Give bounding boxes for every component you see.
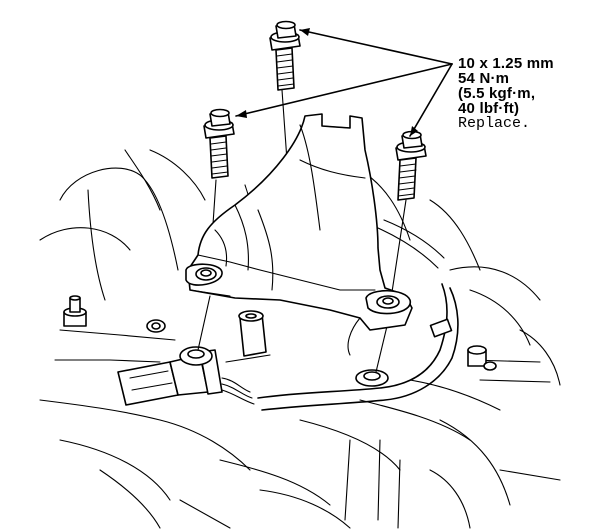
right-stud xyxy=(467,345,497,371)
center-stud xyxy=(225,310,271,363)
bottom-mounting-boss xyxy=(355,369,389,387)
flange-bolt-top xyxy=(269,20,301,91)
engine-block-outline xyxy=(39,149,561,529)
wiring-harness xyxy=(257,219,459,411)
torque-nm-label: 54 N·m xyxy=(458,70,510,87)
torque-lbfft-label: 40 lbf·ft) xyxy=(458,100,520,117)
left-stud-nut xyxy=(63,295,166,333)
flange-bolt-left xyxy=(203,108,235,179)
torque-kgfm-label: (5.5 kgf·m, xyxy=(458,85,536,102)
engine-mount-bracket xyxy=(185,113,413,356)
replace-note-label: Replace. xyxy=(458,115,531,132)
torque-spec-callout: 10 x 1.25 mm 54 N·m (5.5 kgf·m, 40 lbf·f… xyxy=(458,56,554,131)
flange-bolt-right xyxy=(395,130,427,201)
callout-leader-lines xyxy=(235,28,453,137)
bolt-size-label: 10 x 1.25 mm xyxy=(458,55,554,72)
left-mounting-boss xyxy=(179,346,213,366)
